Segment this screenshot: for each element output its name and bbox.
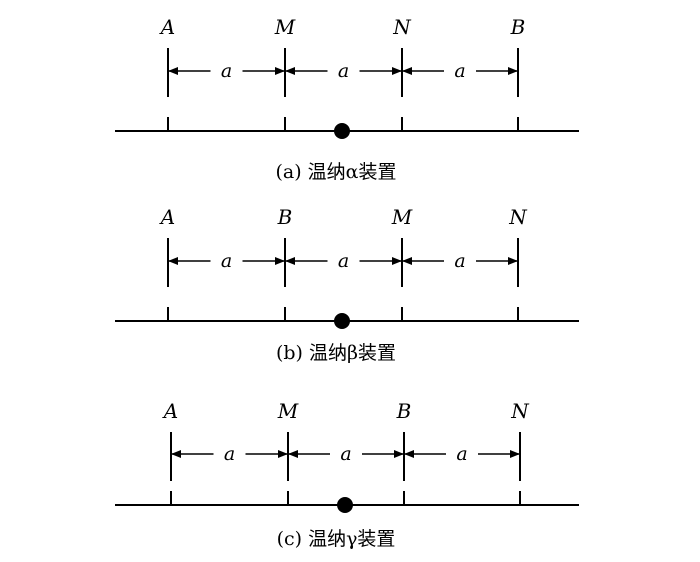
panel-c: A M B Na a a (c) 温纳γ装置 — [115, 399, 579, 550]
electrode-label-a: A — [159, 205, 175, 229]
spacing-label: a — [338, 60, 349, 82]
spacing-label: a — [221, 250, 232, 272]
center-point-dot — [334, 313, 350, 329]
electrode-label-m: M — [391, 205, 413, 229]
spacing-label: a — [224, 443, 235, 465]
spacing-label: a — [340, 443, 351, 465]
electrode-label-n: N — [392, 15, 412, 39]
electrode-label-b: B — [396, 399, 412, 423]
spacing-label: a — [454, 60, 465, 82]
electrode-label-m: M — [274, 15, 296, 39]
electrode-label-b: B — [277, 205, 293, 229]
electrode-label-b: B — [510, 15, 526, 39]
electrode-label-n: N — [508, 205, 528, 229]
panel-caption: (a) 温纳α装置 — [275, 161, 396, 183]
spacing-label: a — [338, 250, 349, 272]
electrode-label-m: M — [277, 399, 299, 423]
electrode-label-a: A — [162, 399, 178, 423]
center-point-dot — [334, 123, 350, 139]
panel-b: A B M Na a a (b) 温纳β装置 — [115, 205, 579, 364]
spacing-label: a — [456, 443, 467, 465]
panel-caption: (b) 温纳β装置 — [276, 342, 396, 364]
electrode-label-a: A — [159, 15, 175, 39]
spacing-label: a — [221, 60, 232, 82]
spacing-label: a — [454, 250, 465, 272]
panel-caption: (c) 温纳γ装置 — [277, 528, 396, 550]
electrode-label-n: N — [510, 399, 530, 423]
panel-a: A M N Ba a a (a) 温纳α装置 — [115, 15, 579, 183]
center-point-dot — [337, 497, 353, 513]
